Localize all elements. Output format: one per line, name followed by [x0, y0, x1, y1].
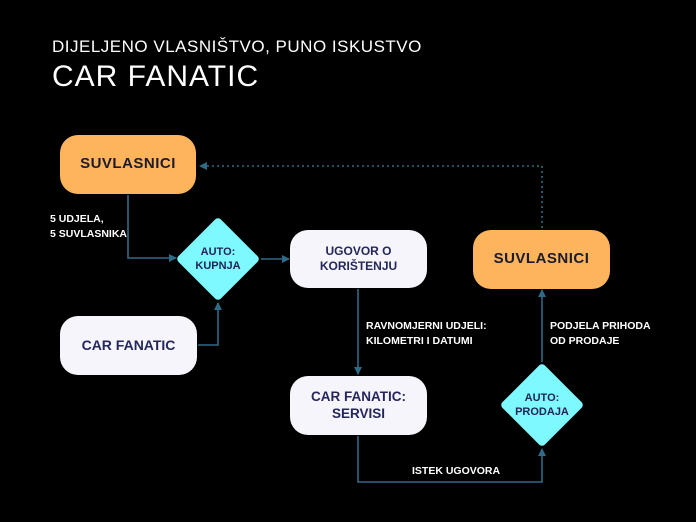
- node-auto-prodaja: AUTO: PRODAJA: [499, 362, 585, 448]
- node-label: SUVLASNICI: [493, 250, 590, 268]
- diagram-title: CAR FANATIC: [52, 60, 260, 93]
- label-line-1: UGOVOR O: [325, 244, 392, 258]
- node-label: CAR FANATIC: [81, 336, 176, 353]
- label-line-2: KILOMETRI I DATUMI: [366, 335, 473, 348]
- diagram-subtitle: DIJELJENO VLASNIŠTVO, PUNO ISKUSTVO: [52, 37, 422, 56]
- label-line-1: PODJELA PRIHODA: [550, 320, 651, 332]
- label-line-2: OD PRODAJE: [550, 335, 620, 348]
- label-line-1: RAVNOMJERNI UDJELI:: [366, 320, 487, 332]
- node-suvlasnici-right: SUVLASNICI: [473, 230, 610, 289]
- connector-suvlasnici-feedback: [199, 162, 543, 228]
- node-label: AUTO: KUPNJA: [175, 216, 261, 302]
- node-car-fanatic-servisi: CAR FANATIC:SERVISI: [290, 376, 427, 435]
- label-line-2: SERVISI: [331, 405, 386, 421]
- edge-label-podjela-prihoda: PODJELA PRIHODA OD PRODAJE: [550, 319, 651, 349]
- node-auto-kupnja: AUTO: KUPNJA: [175, 216, 261, 302]
- edge-label-istek-ugovora: ISTEK UGOVORA: [412, 464, 500, 479]
- node-label: SUVLASNICI: [80, 155, 176, 173]
- label-line-2: 5 SUVLASNIKA: [50, 228, 128, 241]
- node-car-fanatic: CAR FANATIC: [60, 316, 197, 375]
- edge-label-ravnomjerni-udjeli: RAVNOMJERNI UDJELI: KILOMETRI I DATUMI: [366, 319, 487, 349]
- label-line-1: CAR FANATIC:: [311, 388, 406, 404]
- label-text: ISTEK UGOVORA: [412, 465, 501, 477]
- label-line-2: PRODAJA: [515, 406, 569, 418]
- label-line-1: AUTO:: [524, 391, 560, 404]
- label-line-1: AUTO:: [200, 245, 236, 258]
- node-suvlasnici-left: SUVLASNICI: [60, 135, 196, 194]
- label-line-1: 5 UDJELA,: [50, 213, 104, 225]
- label-line-2: KORIŠTENJU: [319, 259, 398, 273]
- node-label: AUTO: PRODAJA: [499, 362, 585, 448]
- connector-servisi-to-prodaja: [357, 436, 546, 483]
- connector-carfanatic-to-kupnja: [198, 302, 222, 346]
- label-line-2: KUPNJA: [195, 260, 241, 272]
- connector-suvlasnici-to-kupnja: [127, 195, 177, 262]
- edge-label-udjela: 5 UDJELA, 5 SUVLASNIKA: [50, 212, 127, 242]
